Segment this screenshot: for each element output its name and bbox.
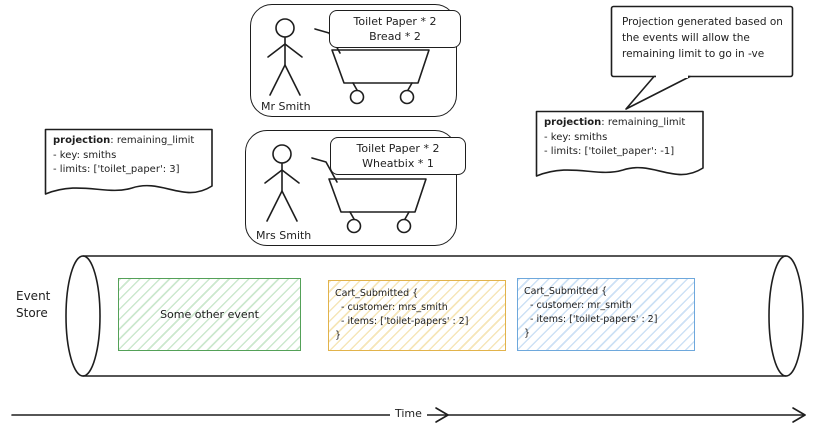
projection-note-text: projection: remaining_limit - key: smith… (53, 134, 194, 178)
stick-figure-icon (264, 144, 300, 222)
event-store-cylinder-icon (65, 255, 804, 377)
note-title-rest: : remaining_limit (110, 135, 195, 146)
customer-panel-mrs-smith: Toilet Paper * 2 Wheatbix * 1 Mrs Smith (245, 130, 466, 246)
projection-note-after: projection: remaining_limit - key: smith… (535, 110, 705, 196)
note-line: - key: smiths (544, 131, 608, 143)
event-box-cart-submitted-mr: Cart_Submitted { - customer: mr_smith - … (517, 278, 695, 351)
document-shape-icon (44, 128, 213, 195)
note-title: projection: remaining_limit (544, 116, 685, 131)
speech-bubble: Projection generated based on the events… (610, 5, 795, 111)
event-box-other: Some other event (118, 278, 301, 351)
event-line: - customer: mrs_smith (335, 302, 448, 313)
projection-note-text: projection: remaining_limit - key: smith… (544, 116, 685, 160)
event-box-cart-submitted-mrs: Cart_Submitted { - customer: mrs_smith -… (328, 280, 506, 351)
cart-item: Toilet Paper * 2 (353, 15, 437, 28)
cart-contents-label-mr: Toilet Paper * 2 Bread * 2 (329, 10, 461, 48)
customer-name-mrs: Mrs Smith (256, 229, 312, 242)
cart-contents-label-mrs: Toilet Paper * 2 Wheatbix * 1 (330, 137, 466, 175)
event-line: Cart_Submitted { (335, 288, 419, 299)
note-line: - limits: ['toilet_paper': -1] (544, 146, 675, 157)
cart-item: Bread * 2 (369, 30, 421, 43)
speech-bubble-text: Projection generated based on the events… (622, 16, 783, 60)
note-line: - key: smiths (53, 149, 117, 161)
speech-bubble-shape-icon (610, 5, 794, 110)
customer-name-mr: Mr Smith (261, 100, 311, 113)
event-line: - items: ['toilet-papers' : 2] (335, 316, 469, 327)
event-store-label: Event Store (16, 289, 51, 320)
event-line: Some other event (160, 307, 259, 321)
event-line: - items: ['toilet-papers' : 2] (524, 314, 658, 325)
document-shape-icon (535, 110, 704, 177)
event-line: } (335, 330, 342, 341)
projection-note-before: projection: remaining_limit - key: smith… (44, 128, 214, 214)
time-label: Time (390, 407, 427, 420)
customer-panel-mr-smith: Toilet Paper * 2 Bread * 2 Mr Smith (250, 4, 461, 117)
note-line: - limits: ['toilet_paper': 3] (53, 164, 180, 175)
shopping-cart-icon (311, 157, 427, 234)
cart-item: Toilet Paper * 2 (356, 142, 440, 155)
event-line: } (524, 328, 531, 339)
stick-figure-icon (267, 18, 303, 96)
event-line: Cart_Submitted { (524, 286, 608, 297)
keyword-projection: projection (53, 135, 111, 146)
event-line: - customer: mr_smith (524, 300, 632, 311)
note-title: projection: remaining_limit (53, 134, 194, 149)
note-title-rest: : remaining_limit (601, 117, 686, 128)
keyword-projection: projection (544, 117, 602, 128)
cart-item: Wheatbix * 1 (362, 157, 434, 170)
